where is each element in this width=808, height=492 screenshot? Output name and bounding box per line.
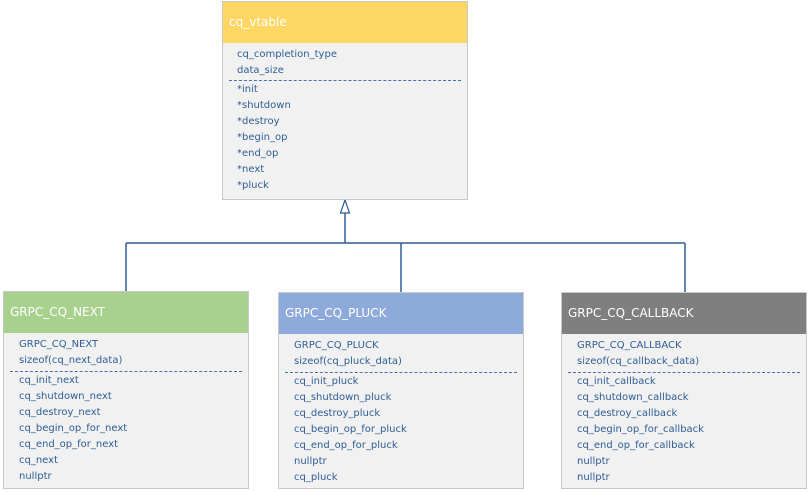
inheritance-arrowhead-icon (339, 198, 351, 214)
class-header-grpc-cq-pluck: GRPC_CQ_PLUCK (279, 293, 523, 334)
method-list: cq_init_pluck cq_shutdown_pluck cq_destr… (279, 374, 523, 486)
method-item: cq_end_op_for_callback (577, 440, 695, 451)
class-box-grpc-cq-next: GRPC_CQ_NEXT GRPC_CQ_NEXT sizeof(cq_next… (3, 291, 249, 489)
method-item: cq_destroy_pluck (294, 408, 381, 419)
method-list: cq_init_callback cq_shutdown_callback cq… (562, 374, 806, 486)
members-separator (285, 372, 517, 373)
method-item: cq_shutdown_pluck (294, 392, 392, 403)
method-item: *next (237, 164, 265, 175)
field-item: sizeof(cq_callback_data) (577, 356, 700, 367)
class-body-grpc-cq-callback: GRPC_CQ_CALLBACK sizeof(cq_callback_data… (562, 338, 806, 486)
class-box-grpc-cq-pluck: GRPC_CQ_PLUCK GRPC_CQ_PLUCK sizeof(cq_pl… (278, 292, 524, 489)
class-box-grpc-cq-callback: GRPC_CQ_CALLBACK GRPC_CQ_CALLBACK sizeof… (561, 292, 807, 489)
method-item: cq_end_op_for_pluck (294, 440, 398, 451)
class-header-grpc-cq-next: GRPC_CQ_NEXT (4, 292, 248, 333)
class-header-grpc-cq-callback: GRPC_CQ_CALLBACK (562, 293, 806, 334)
class-box-cq-vtable: cq_vtable cq_completion_type data_size *… (222, 1, 468, 200)
method-item: *pluck (237, 180, 269, 191)
method-item: cq_shutdown_next (19, 391, 112, 402)
field-item: data_size (237, 65, 284, 76)
method-list: *init *shutdown *destroy *begin_op *end_… (223, 82, 467, 194)
field-item: cq_completion_type (237, 49, 337, 60)
method-item: *end_op (237, 148, 279, 159)
method-item: *shutdown (237, 100, 291, 111)
method-item: cq_init_callback (577, 376, 656, 387)
method-item: nullptr (294, 456, 327, 467)
field-item: GRPC_CQ_NEXT (19, 339, 99, 350)
field-item: GRPC_CQ_CALLBACK (577, 340, 682, 351)
method-item: cq_begin_op_for_callback (577, 424, 704, 435)
field-item: sizeof(cq_pluck_data) (294, 356, 402, 367)
members-separator (10, 371, 242, 372)
method-item: cq_pluck (294, 472, 338, 483)
method-item: *init (237, 84, 258, 95)
method-item: nullptr (19, 471, 52, 482)
class-body-cq-vtable: cq_completion_type data_size *init *shut… (223, 47, 467, 194)
field-item: GRPC_CQ_PLUCK (294, 340, 379, 351)
method-item: cq_end_op_for_next (19, 439, 119, 450)
method-item: nullptr (577, 456, 610, 467)
method-list: cq_init_next cq_shutdown_next cq_destroy… (4, 373, 248, 485)
method-item: cq_shutdown_callback (577, 392, 689, 403)
field-list: GRPC_CQ_CALLBACK sizeof(cq_callback_data… (562, 338, 806, 370)
members-separator (229, 80, 461, 81)
method-item: *begin_op (237, 132, 288, 143)
method-item: nullptr (577, 472, 610, 483)
method-item: *destroy (237, 116, 280, 127)
method-item: cq_begin_op_for_next (19, 423, 128, 434)
method-item: cq_begin_op_for_pluck (294, 424, 407, 435)
method-item: cq_destroy_next (19, 407, 101, 418)
method-item: cq_init_pluck (294, 376, 359, 387)
class-body-grpc-cq-next: GRPC_CQ_NEXT sizeof(cq_next_data) cq_ini… (4, 337, 248, 485)
members-separator (568, 372, 800, 373)
method-item: cq_destroy_callback (577, 408, 678, 419)
class-body-grpc-cq-pluck: GRPC_CQ_PLUCK sizeof(cq_pluck_data) cq_i… (279, 338, 523, 486)
field-list: GRPC_CQ_PLUCK sizeof(cq_pluck_data) (279, 338, 523, 370)
class-header-cq-vtable: cq_vtable (223, 2, 467, 43)
method-item: cq_init_next (19, 375, 79, 386)
field-list: GRPC_CQ_NEXT sizeof(cq_next_data) (4, 337, 248, 369)
method-item: cq_next (19, 455, 58, 466)
field-list: cq_completion_type data_size (223, 47, 467, 79)
field-item: sizeof(cq_next_data) (19, 355, 123, 366)
